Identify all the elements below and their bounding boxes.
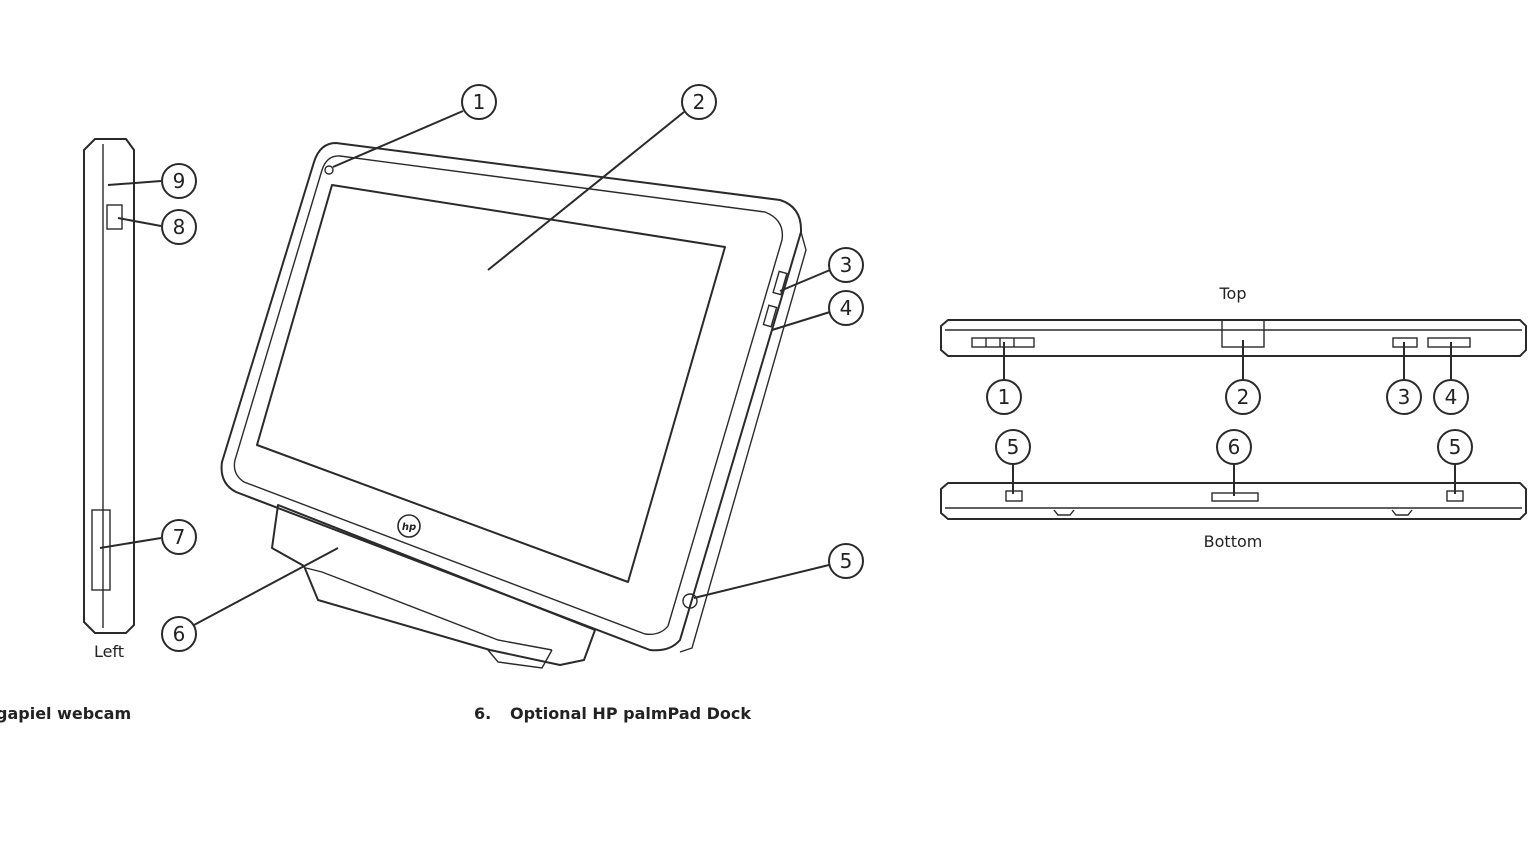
top-edge-body	[940, 319, 1527, 357]
callout-top-3-label: 3	[1398, 385, 1411, 409]
caption-dock-number: 6.	[474, 704, 491, 723]
callout-bottom-6: 6	[1216, 429, 1252, 465]
tablet-side-button-3	[772, 270, 788, 296]
callout-top-4: 4	[1433, 379, 1469, 415]
callout-left-8: 8	[161, 209, 197, 245]
left-side-body	[83, 138, 135, 634]
callout-main-2: 2	[681, 84, 717, 120]
callout-bottom-5b-label: 5	[1449, 435, 1462, 459]
callout-bottom-5a-label: 5	[1007, 435, 1020, 459]
caption-webcam: gapiel webcam	[0, 704, 131, 723]
bottom-foot-right	[1391, 509, 1413, 516]
callout-main-4-label: 4	[840, 296, 853, 320]
callout-main-5: 5	[828, 543, 864, 579]
callout-left-9-label: 9	[173, 169, 186, 193]
caption-dock: Optional HP palmPad Dock	[510, 704, 751, 723]
leader-main-1	[332, 110, 464, 168]
tablet-bezel-inner	[233, 155, 784, 636]
left-side-slot-7	[91, 509, 111, 591]
callout-bottom-5b: 5	[1437, 429, 1473, 465]
bottom-foot-left	[1053, 509, 1075, 516]
callout-main-1-label: 1	[473, 90, 486, 114]
top-view-label: Top	[1219, 284, 1247, 303]
callout-left-9: 9	[161, 163, 197, 199]
tablet-main-view: hp 1 2 3 4 5	[161, 84, 864, 669]
callout-bottom-6-label: 6	[1228, 435, 1241, 459]
leader-main-6	[193, 547, 339, 626]
leader-main-4	[771, 311, 831, 331]
callout-main-6: 6	[161, 616, 197, 652]
leader-main-5	[693, 564, 830, 599]
callout-left-8-label: 8	[173, 215, 186, 239]
left-side-port-8	[106, 204, 123, 230]
hp-logo-text: hp	[402, 522, 416, 533]
callout-left-7: 7	[161, 519, 197, 555]
leader-left-8	[117, 217, 162, 227]
callout-main-2-label: 2	[693, 90, 706, 114]
tablet-screen	[256, 184, 726, 583]
tablet-side-button-4	[762, 304, 778, 328]
dock-foot	[487, 649, 553, 669]
callout-main-3-label: 3	[840, 253, 853, 277]
callout-main-4: 4	[828, 290, 864, 326]
callout-left-7-label: 7	[173, 525, 186, 549]
leader-left-9	[107, 180, 162, 186]
callout-top-2-label: 2	[1237, 385, 1250, 409]
webcam-icon	[324, 165, 334, 175]
callout-top-4-label: 4	[1445, 385, 1458, 409]
hp-logo: hp	[397, 514, 421, 538]
callout-top-3: 3	[1386, 379, 1422, 415]
bottom-view-label: Bottom	[1204, 532, 1263, 551]
leader-main-3	[779, 269, 831, 292]
callout-top-1-label: 1	[998, 385, 1011, 409]
callout-top-2: 2	[1225, 379, 1261, 415]
tablet-body	[220, 142, 803, 652]
callout-bottom-5a: 5	[995, 429, 1031, 465]
dock-base	[271, 504, 596, 666]
callout-top-1: 1	[986, 379, 1022, 415]
dock-inner-line	[305, 567, 553, 651]
left-side-view: 9 8 7 Left	[83, 138, 197, 661]
bottom-edge-view: 5 6 5 Bottom	[940, 429, 1527, 551]
tablet-side-port-5	[682, 593, 698, 609]
leader-left-7	[99, 537, 162, 549]
top-edge-view: Top 1 2 3 4	[940, 284, 1527, 415]
callout-main-5-label: 5	[840, 549, 853, 573]
leader-main-2	[487, 111, 685, 271]
tablet-side-edge	[679, 231, 807, 653]
callout-main-1: 1	[461, 84, 497, 120]
left-view-label: Left	[94, 642, 124, 661]
bottom-edge-body	[940, 482, 1527, 520]
callout-main-6-label: 6	[173, 622, 186, 646]
callout-main-3: 3	[828, 247, 864, 283]
top-port-4	[1427, 337, 1471, 348]
